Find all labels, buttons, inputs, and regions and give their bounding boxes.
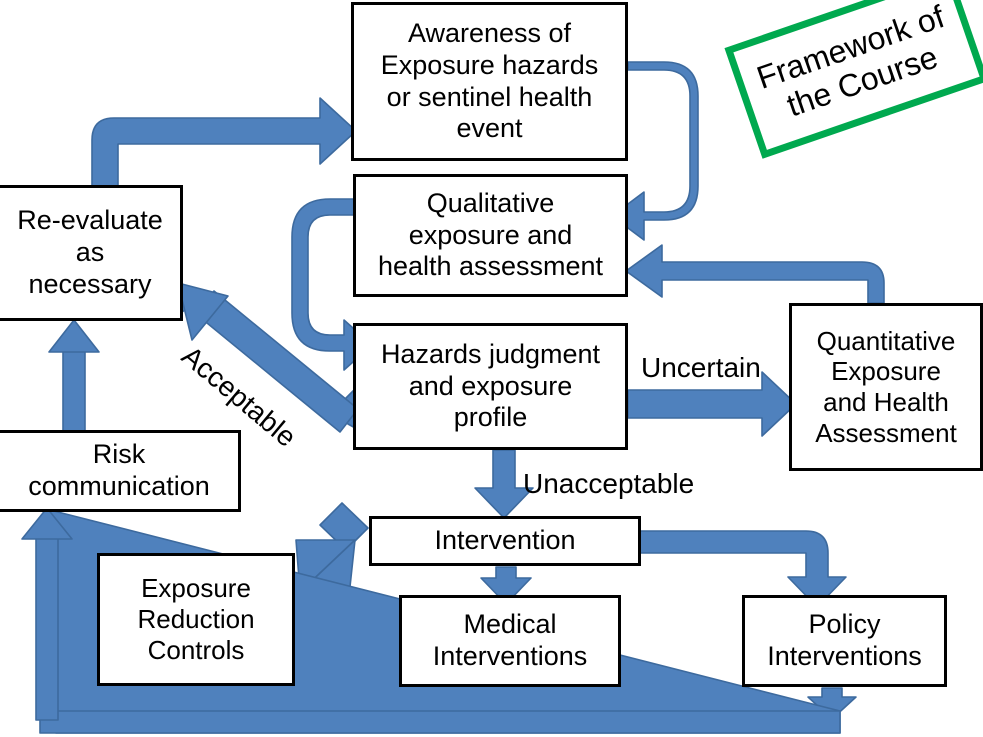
node-qualitative[interactable]: Qualitative exposure and health assessme… bbox=[353, 174, 628, 297]
node-medical-interventions-label: Medical Interventions bbox=[432, 609, 588, 671]
edge-hazards-to-intervention[interactable] bbox=[474, 449, 534, 519]
node-quantitative-label: Quantitative Exposure and Health Assessm… bbox=[815, 325, 957, 448]
edge-intervention-to-policy[interactable] bbox=[639, 530, 847, 608]
edge-label-uncertain: Uncertain bbox=[641, 352, 761, 384]
node-risk-communication[interactable]: Risk communication bbox=[0, 430, 241, 512]
risk-comm-riser-shaft[interactable] bbox=[35, 534, 59, 721]
node-intervention-label: Intervention bbox=[434, 525, 576, 556]
node-intervention[interactable]: Intervention bbox=[369, 516, 641, 566]
edge-policy-to-bus[interactable] bbox=[807, 687, 857, 720]
node-policy-interventions-label: Policy Interventions bbox=[767, 609, 922, 671]
edge-label-unacceptable-text: Unacceptable bbox=[523, 468, 695, 499]
edge-hazards-to-quantitative[interactable] bbox=[627, 371, 797, 437]
node-qualitative-label: Qualitative exposure and health assessme… bbox=[377, 187, 604, 282]
bottom-bus-bar[interactable] bbox=[39, 710, 841, 734]
node-awareness-label: Awareness of Exposure hazards or sentine… bbox=[380, 17, 599, 144]
edge-label-uncertain-text: Uncertain bbox=[641, 352, 761, 383]
node-reevaluate-label: Re-evaluate as necessary bbox=[17, 205, 163, 299]
node-risk-communication-label: Risk communication bbox=[28, 439, 210, 501]
node-exposure-reduction-controls-label: Exposure Reduction Controls bbox=[137, 573, 255, 665]
risk-comm-riser-head[interactable] bbox=[21, 507, 73, 540]
edge-qualitative-to-hazards[interactable] bbox=[291, 198, 373, 371]
node-awareness[interactable]: Awareness of Exposure hazards or sentine… bbox=[351, 2, 628, 161]
node-medical-interventions[interactable]: Medical Interventions bbox=[399, 595, 621, 687]
edge-risk-to-reevaluate-shaft[interactable] bbox=[62, 347, 86, 433]
node-quantitative[interactable]: Quantitative Exposure and Health Assessm… bbox=[789, 303, 983, 471]
edge-quantitative-to-qualitative[interactable] bbox=[625, 244, 885, 304]
node-hazards[interactable]: Hazards judgment and exposure profile bbox=[353, 323, 628, 450]
node-policy-interventions[interactable]: Policy Interventions bbox=[742, 595, 947, 687]
edge-label-unacceptable: Unacceptable bbox=[523, 468, 694, 500]
node-reevaluate[interactable]: Re-evaluate as necessary bbox=[0, 185, 183, 321]
edge-hazards-to-reevaluate-head[interactable] bbox=[177, 282, 229, 341]
edge-intervention-to-medical[interactable] bbox=[480, 566, 532, 605]
edge-risk-to-reevaluate-head[interactable] bbox=[48, 319, 100, 353]
edge-reevaluate-to-awareness[interactable] bbox=[91, 97, 357, 188]
node-hazards-label: Hazards judgment and exposure profile bbox=[380, 338, 601, 433]
node-exposure-reduction-controls[interactable]: Exposure Reduction Controls bbox=[97, 553, 295, 686]
